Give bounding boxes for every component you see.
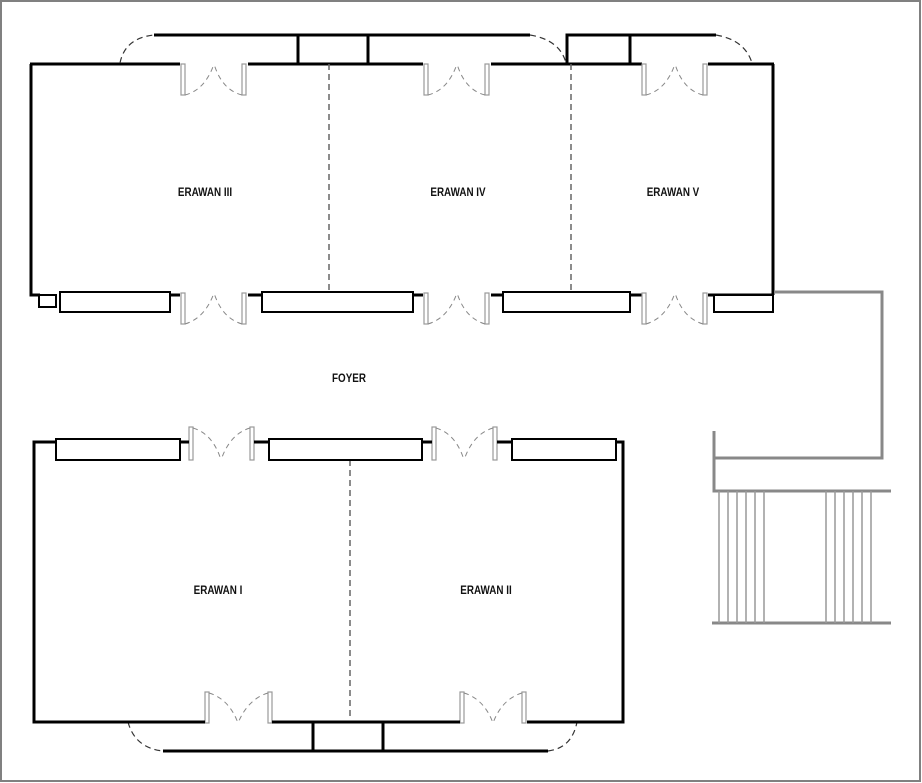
swing-arcs (119, 34, 753, 752)
room-label-foyer: FOYER (332, 371, 366, 385)
doors (180, 63, 708, 724)
room-label-erawan-3: ERAWAN III (177, 185, 233, 199)
room-label-erawan-5: ERAWAN V (646, 185, 700, 199)
upper-partitions (38, 291, 774, 313)
upper-block-walls (29, 33, 775, 297)
stair-treads (718, 491, 872, 623)
lower-block-walls (32, 440, 625, 753)
door-arcs (184, 63, 704, 724)
room-label-erawan-2: ERAWAN II (460, 583, 512, 597)
stairwell (712, 290, 891, 625)
room-label-erawan-4: ERAWAN IV (430, 185, 486, 199)
lower-partitions (55, 438, 617, 461)
room-label-erawan-1: ERAWAN I (193, 583, 243, 597)
room-dividers (328, 64, 572, 720)
